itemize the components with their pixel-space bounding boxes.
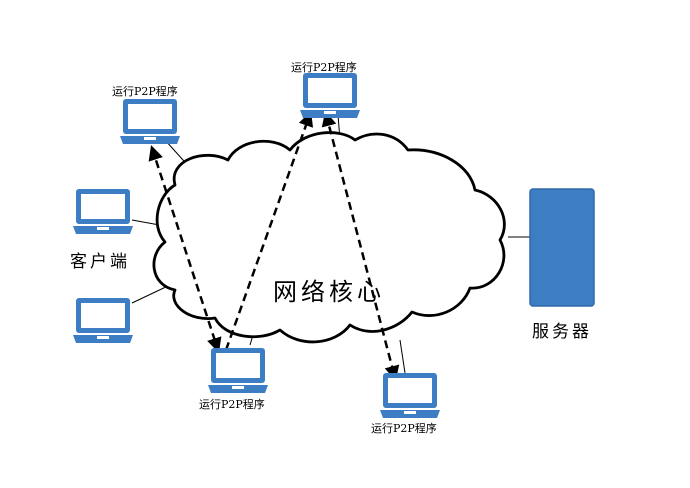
p2p-arrow-left: [148, 145, 222, 353]
p2p-arrow-right: [321, 111, 400, 381]
p2p-label-bottom: 运行P2P程序: [199, 398, 265, 411]
p2p-arrow-up: [224, 111, 314, 351]
laptop-icon: [208, 348, 268, 393]
laptop-icon: [300, 73, 360, 118]
laptop-icon: [120, 99, 180, 144]
server-icon: [529, 188, 595, 307]
laptop-icon: [73, 189, 133, 234]
server-label: 服务器: [532, 322, 592, 342]
p2p-label-topleft: 运行P2P程序: [112, 85, 178, 98]
laptop-icon: [380, 373, 440, 418]
link-p2p-bottomright: [399, 339, 406, 374]
client-label: 客户端: [70, 252, 130, 272]
cloud-icon: [152, 131, 506, 344]
p2p-label-top: 运行P2P程序: [291, 61, 357, 74]
network-core-label: 网络核心: [273, 278, 385, 306]
p2p-label-bottomright: 运行P2P程序: [371, 422, 437, 435]
link-client-bottom: [131, 284, 171, 304]
p2p-arrows: [148, 111, 400, 381]
laptop-icon: [73, 298, 133, 343]
